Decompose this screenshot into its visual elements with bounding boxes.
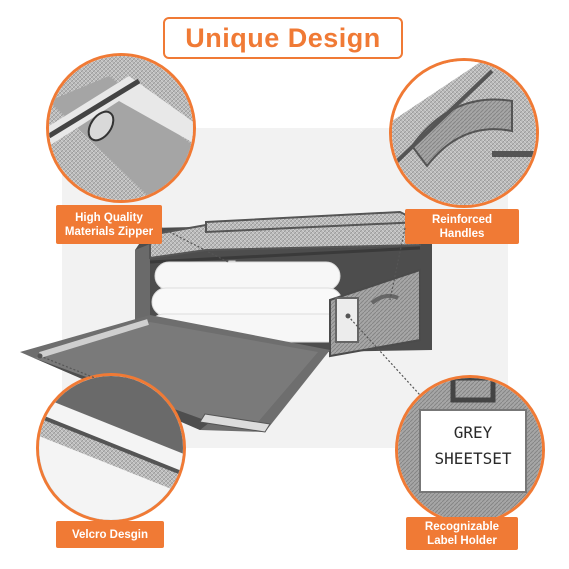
- feature-label-zipper-line1: High Quality: [75, 211, 143, 224]
- label-card: GREY SHEETSET: [420, 420, 526, 472]
- label-holder-closeup: GREY SHEETSET: [395, 375, 545, 525]
- handle-closeup-image: [392, 61, 536, 205]
- feature-label-label-holder: Recognizable Label Holder: [406, 517, 518, 550]
- label-card-line2: SHEETSET: [434, 449, 512, 468]
- feature-label-handles-line2: Handles: [439, 227, 485, 240]
- feature-label-velcro: Velcro Desgin: [56, 521, 164, 548]
- feature-label-velcro-text: Velcro Desgin: [71, 528, 149, 541]
- page-title: Unique Design: [163, 17, 403, 59]
- zipper-closeup: [46, 53, 196, 203]
- feature-label-label-holder-line2: Label Holder: [427, 534, 497, 547]
- label-holder-closeup-image: [398, 378, 542, 522]
- label-card-line1: GREY: [453, 423, 493, 442]
- handle-closeup: [389, 58, 539, 208]
- feature-label-zipper: High Quality Materials Zipper: [56, 205, 162, 244]
- feature-label-label-holder-line1: Recognizable: [424, 520, 500, 533]
- label-window: [335, 297, 359, 343]
- velcro-closeup-image: [39, 376, 183, 520]
- velcro-closeup: [36, 373, 186, 523]
- feature-label-handles-line1: Reinforced: [431, 213, 493, 226]
- zipper-closeup-image: [49, 56, 193, 200]
- page-title-text: Unique Design: [185, 22, 381, 53]
- feature-label-handles: Reinforced Handles: [405, 209, 519, 244]
- feature-label-zipper-line2: Materials Zipper: [64, 225, 154, 238]
